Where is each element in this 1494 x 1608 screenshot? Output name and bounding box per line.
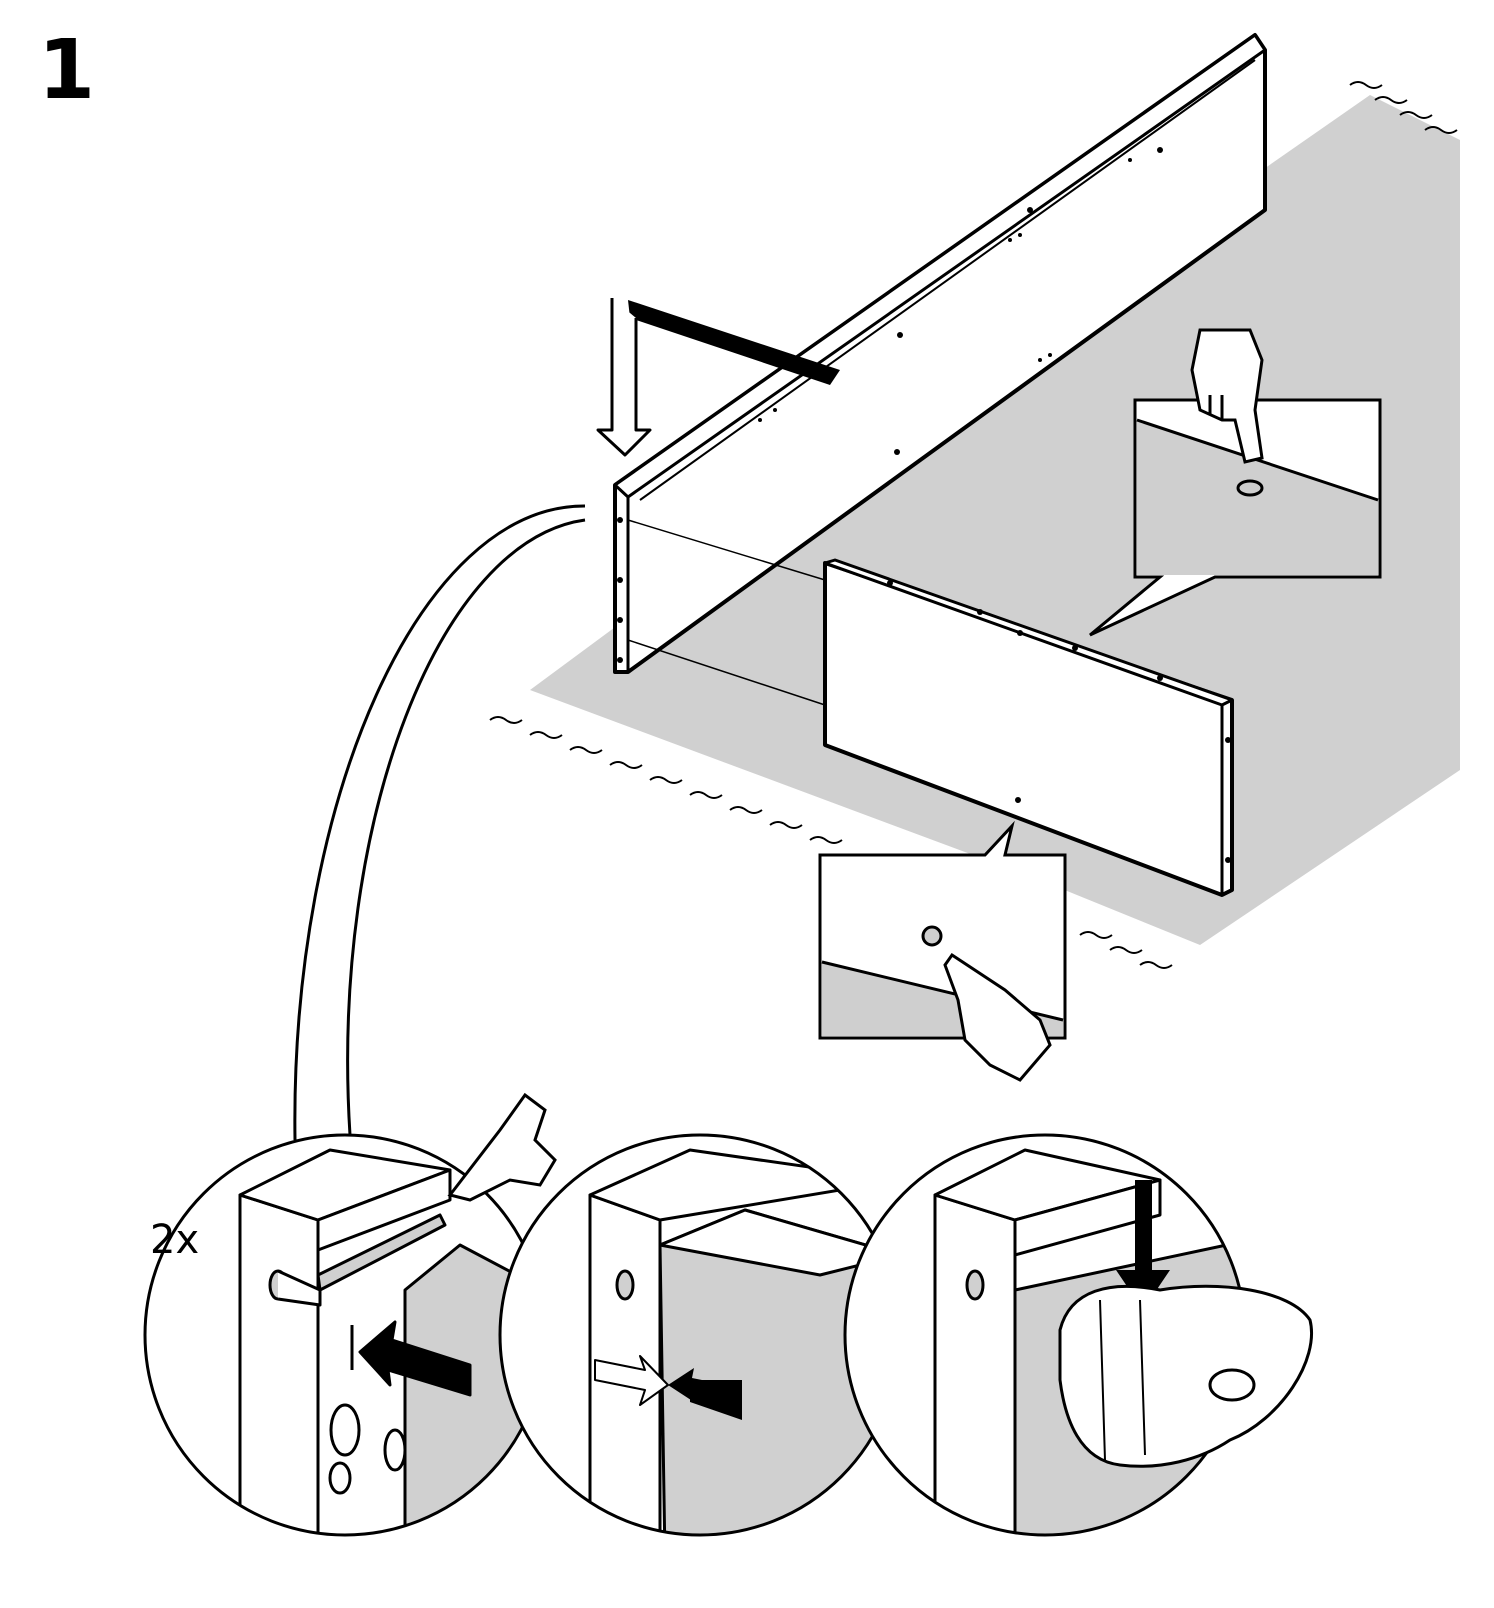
detail-circle-1 xyxy=(143,1092,557,1537)
short-panel xyxy=(823,558,1234,897)
pointing-hand-icon xyxy=(447,1092,557,1202)
detail-callout-bottom xyxy=(818,820,1067,1082)
pointing-hand-icon xyxy=(943,952,1052,1082)
alignment-guides xyxy=(627,519,826,706)
detail-callout-top xyxy=(1089,328,1382,637)
footprint-icon xyxy=(328,1403,407,1495)
zoom-connector xyxy=(293,504,586,1141)
long-side-panel xyxy=(613,33,1267,674)
push-arrow-icon xyxy=(358,1320,472,1397)
fist-hand-icon xyxy=(1058,1284,1313,1468)
down-arrow-icon xyxy=(596,298,840,457)
rug-fringe xyxy=(489,81,1458,969)
short-panel-holes xyxy=(887,580,1231,863)
down-arrow-icon xyxy=(1116,1180,1170,1310)
detail-circle-3 xyxy=(843,1133,1313,1537)
push-arrow-icon xyxy=(594,1355,742,1420)
detail-circle-2 xyxy=(498,1133,902,1537)
quantity-label: 2x xyxy=(150,1217,200,1263)
panel-holes xyxy=(617,147,1163,663)
step-number: 1 xyxy=(38,23,96,118)
pointing-hand-icon xyxy=(1190,328,1264,464)
